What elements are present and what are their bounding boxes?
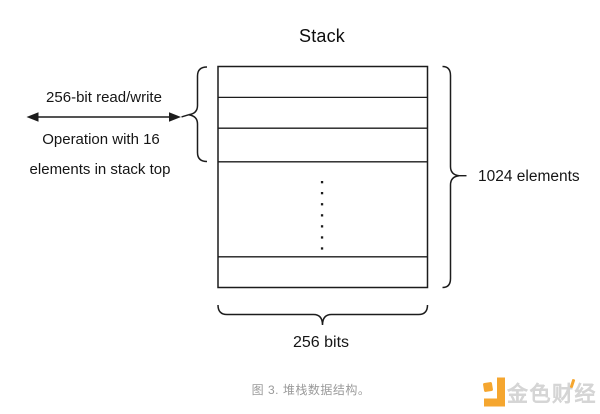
ellipsis-dots-icon bbox=[320, 181, 324, 250]
left-brace bbox=[188, 66, 208, 163]
bottom-brace bbox=[217, 304, 429, 326]
bottom-label: 256 bits bbox=[292, 334, 350, 351]
left-description-line1: Operation with 16 bbox=[42, 131, 160, 148]
row-dividers bbox=[218, 96, 428, 258]
right-brace bbox=[442, 65, 460, 289]
arrow-caption: 256-bit read/write bbox=[46, 89, 162, 106]
double-arrow bbox=[26, 112, 181, 122]
figure-caption: 图 3. 堆栈数据结构。 bbox=[251, 383, 371, 397]
left-description-line2: elements in stack top bbox=[29, 161, 171, 178]
right-label: 1024 elements bbox=[478, 168, 580, 185]
arrowhead-right-icon bbox=[169, 112, 181, 122]
arrowhead-left-icon bbox=[26, 112, 39, 122]
stack-outline bbox=[217, 65, 429, 289]
arrow-brace-connector bbox=[181, 114, 189, 118]
figure-title: Stack bbox=[298, 26, 346, 46]
brand-name: 金色财经 bbox=[507, 383, 597, 406]
golden-finance-logo-icon bbox=[483, 377, 505, 407]
